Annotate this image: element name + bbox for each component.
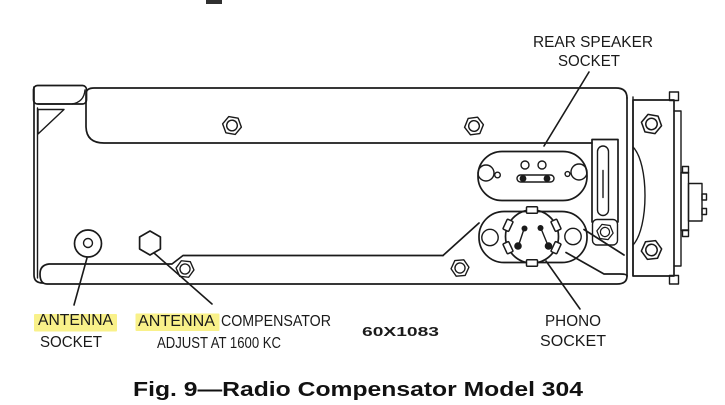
compensator-label-word-antenna: ANTENNA xyxy=(138,313,215,330)
compensator-leader-line xyxy=(153,252,213,305)
phono-label-line1: PHONO xyxy=(545,313,601,330)
highlight-mark xyxy=(34,314,117,332)
rear-speaker-leader-line xyxy=(543,71,590,147)
bolt-icon xyxy=(462,115,486,137)
phono-socket xyxy=(478,206,588,267)
phono-leader-line xyxy=(545,260,581,310)
antenna-socket-label-line1: ANTENNA xyxy=(38,312,113,329)
leader-lines xyxy=(73,71,590,310)
rear-speaker-label-line1: REAR SPEAKER xyxy=(533,34,653,51)
antenna-socket-label-line2: SOCKET xyxy=(40,334,102,351)
corner-gusset xyxy=(37,108,65,135)
part-number: 60X1083 xyxy=(362,324,439,339)
rear-speaker-label-line2: SOCKET xyxy=(558,53,620,70)
phono-pins xyxy=(514,225,553,250)
callout-labels: REAR SPEAKER SOCKET ANTENNA SOCKET ANTEN… xyxy=(38,34,653,352)
bolt-icon xyxy=(639,112,664,136)
bolt-icon xyxy=(449,258,471,278)
compensator-label-word-compensator: COMPENSATOR xyxy=(221,313,331,330)
rear-connector xyxy=(680,165,708,238)
antenna-socket-leader-line xyxy=(73,257,88,306)
bolt-icon xyxy=(639,239,664,261)
bolt-icon xyxy=(220,114,244,137)
chassis-body xyxy=(32,84,634,285)
mounting-plate xyxy=(632,99,675,277)
capacitor-bulge xyxy=(632,146,646,246)
bolt-icon xyxy=(595,223,615,241)
page-crop-artifact xyxy=(206,0,222,4)
highlight-mark xyxy=(135,313,220,331)
figure-caption: Fig. 9—Radio Compensator Model 304 xyxy=(133,379,584,401)
right-end-assembly xyxy=(591,91,708,285)
rear-speaker-socket xyxy=(477,150,588,202)
chassis-bolts xyxy=(174,114,486,279)
antenna-socket xyxy=(73,229,103,258)
phono-label-line2: SOCKET xyxy=(540,333,606,350)
compensator-label-line2: ADJUST AT 1600 KC xyxy=(157,335,281,352)
slotted-bracket xyxy=(591,138,619,246)
antenna-compensator-adjust xyxy=(138,230,162,256)
